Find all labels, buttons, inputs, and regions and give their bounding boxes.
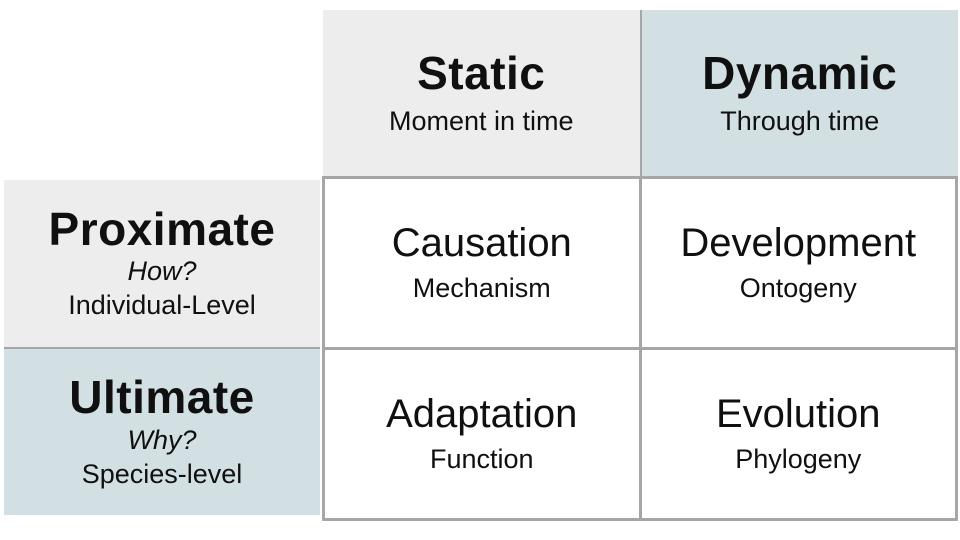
col-header-static-title: Static — [417, 47, 546, 100]
row-header-ultimate-question: Why? — [127, 424, 197, 455]
cell-development-title: Development — [680, 221, 917, 266]
row-header-ultimate-title: Ultimate — [69, 371, 255, 424]
row-headers: Proximate How? Individual-Level Ultimate… — [4, 180, 320, 515]
cell-causation-subtitle: Mechanism — [412, 273, 551, 304]
cell-evolution-subtitle: Phylogeny — [735, 444, 862, 475]
row-header-proximate-title: Proximate — [48, 202, 276, 255]
cell-development: Development Ontogeny — [641, 179, 955, 347]
row-header-ultimate-level: Species-level — [81, 458, 243, 489]
col-header-static-subtitle: Moment in time — [388, 105, 574, 136]
col-header-dynamic-title: Dynamic — [702, 47, 898, 100]
row-header-proximate-level: Individual-Level — [68, 290, 256, 321]
col-header-dynamic: Dynamic Through time — [641, 10, 958, 176]
cell-adaptation-title: Adaptation — [386, 392, 578, 437]
column-headers: Static Moment in time Dynamic Through ti… — [323, 10, 958, 176]
cell-adaptation-subtitle: Function — [429, 444, 534, 475]
row-header-proximate: Proximate How? Individual-Level — [4, 180, 320, 347]
matrix-grid: Causation Mechanism Development Ontogeny… — [322, 176, 958, 521]
row-header-ultimate: Ultimate Why? Species-level — [4, 348, 320, 515]
cell-evolution-title: Evolution — [715, 392, 881, 437]
cell-adaptation: Adaptation Function — [325, 350, 639, 518]
cell-evolution: Evolution Phylogeny — [641, 350, 955, 518]
cell-causation: Causation Mechanism — [325, 179, 639, 347]
col-header-static: Static Moment in time — [323, 10, 640, 176]
row-header-proximate-question: How? — [127, 256, 197, 286]
col-header-dynamic-subtitle: Through time — [720, 105, 880, 136]
cell-development-subtitle: Ontogeny — [739, 273, 857, 304]
cell-causation-title: Causation — [391, 221, 572, 266]
